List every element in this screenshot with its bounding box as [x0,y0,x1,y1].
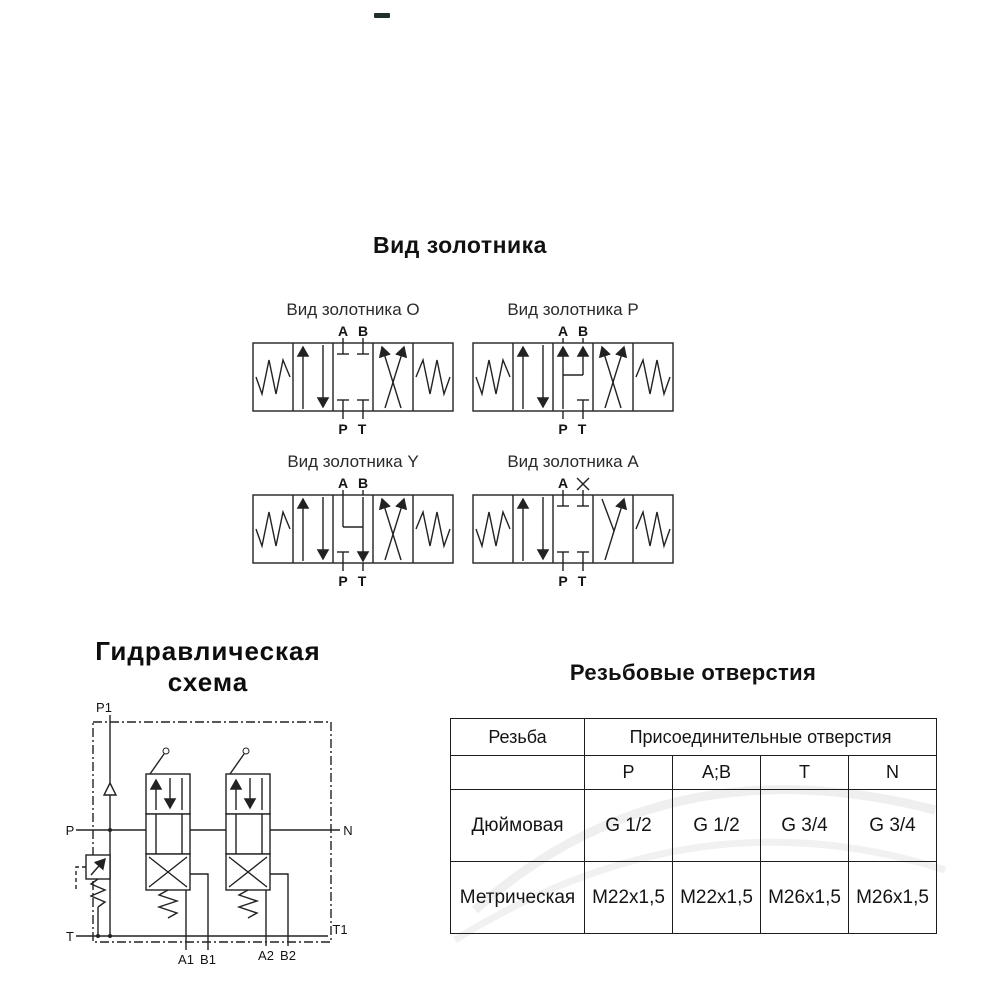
cell-inch-p: G 1/2 [584,789,673,862]
header-thread: Резьба [450,718,585,756]
port-label-a: A [558,475,568,491]
port-label-p: P [558,421,567,437]
valve-y-label: Вид золотника Y [287,452,419,471]
valve-o-label: Вид золотника O [286,300,420,319]
enclosure-boundary [92,721,332,943]
valve-a-symbol: A P T [472,475,674,589]
plugged-port-icon [576,477,590,491]
cell-inch-t: G 3/4 [760,789,849,862]
port-label-n: N [343,823,352,838]
valve-section-1 [145,747,191,919]
spring-icon [156,889,180,919]
port-label-b1: B1 [200,952,216,967]
cell-metric-ab: M22x1,5 [672,861,761,934]
subheader-ab: A;B [672,755,761,790]
cell-metric-t: M26x1,5 [760,861,849,934]
cell-inch-ab: G 1/2 [672,789,761,862]
port-label-b: B [578,323,588,339]
port-label-t1: T1 [332,922,347,937]
port-label-a1: A1 [178,952,194,967]
port-label-p1: P1 [96,700,112,715]
spring-icon [255,357,291,397]
spring-icon [635,509,671,549]
hydraulic-scheme-title: Гидравлическая схема [56,636,360,698]
subheader-n: N [847,755,938,790]
check-valve-icon [102,781,118,796]
table-subheader-row: P A;B T N [450,755,938,790]
cell-metric-n: M26x1,5 [847,861,938,934]
hydraulic-scheme-title-line2: схема [167,667,249,697]
port-label-p: P [558,573,567,589]
valve-diagram-p: Вид золотника P A B P T [468,300,678,446]
spring-icon [635,357,671,397]
table-header-row: Резьба Присоединительные отверстия [450,718,938,756]
port-label-b: B [358,475,368,491]
port-label-t: T [66,929,74,944]
port-label-t: T [578,573,587,589]
row-label-metric: Метрическая [450,861,585,934]
table-row-metric: Метрическая M22x1,5 M22x1,5 M26x1,5 M26x… [450,861,938,934]
valve-y-symbol: A B P T [252,475,454,589]
valve-diagram-y: Вид золотника Y A B P T [248,452,458,598]
valve-p-symbol: A B P T [472,323,674,437]
cell-metric-p: M22x1,5 [584,861,673,934]
valve-p-label: Вид золотника P [507,300,639,319]
subheader-empty [450,755,585,790]
subheader-p: P [584,755,673,790]
cell-inch-n: G 3/4 [847,789,938,862]
spring-icon [415,509,451,549]
relief-valve-icon [75,854,111,936]
valve-section-2 [225,747,271,919]
valve-o-symbol: A B P T [252,323,454,437]
thread-table: Резьба Присоединительные отверстия P A;B… [450,718,938,934]
spring-icon [475,357,511,397]
valve-a-label: Вид золотника A [507,452,639,471]
port-label-t: T [358,421,367,437]
spring-icon [475,509,511,549]
port-label-a2: A2 [258,948,274,963]
port-label-a: A [558,323,568,339]
spool-section-title: Вид золотника [373,232,547,258]
header-connection-holes: Присоединительные отверстия [583,718,938,756]
port-label-p: P [338,573,347,589]
row-label-inch: Дюймовая [450,789,585,862]
subheader-t: T [760,755,849,790]
valve-diagram-o: Вид золотника O A B P T [248,300,458,446]
spring-icon [236,889,260,919]
port-label-t: T [578,421,587,437]
thread-table-title: Резьбовые отверстия [569,660,817,685]
table-row-inch: Дюймовая G 1/2 G 1/2 G 3/4 G 3/4 [450,789,938,862]
hydraulic-scheme-title-line1: Гидравлическая [95,636,321,666]
port-label-a: A [338,323,348,339]
hydraulic-circuit-diagram: P1 P [66,700,353,967]
spring-icon [415,357,451,397]
port-label-a: A [338,475,348,491]
spring-icon [255,509,291,549]
port-label-p: P [66,823,75,838]
port-label-b: B [358,323,368,339]
port-label-t: T [358,573,367,589]
valve-diagram-a: Вид золотника A A P T [468,452,678,598]
port-label-p: P [338,421,347,437]
logo-mark [374,13,390,18]
port-label-b2: B2 [280,948,296,963]
